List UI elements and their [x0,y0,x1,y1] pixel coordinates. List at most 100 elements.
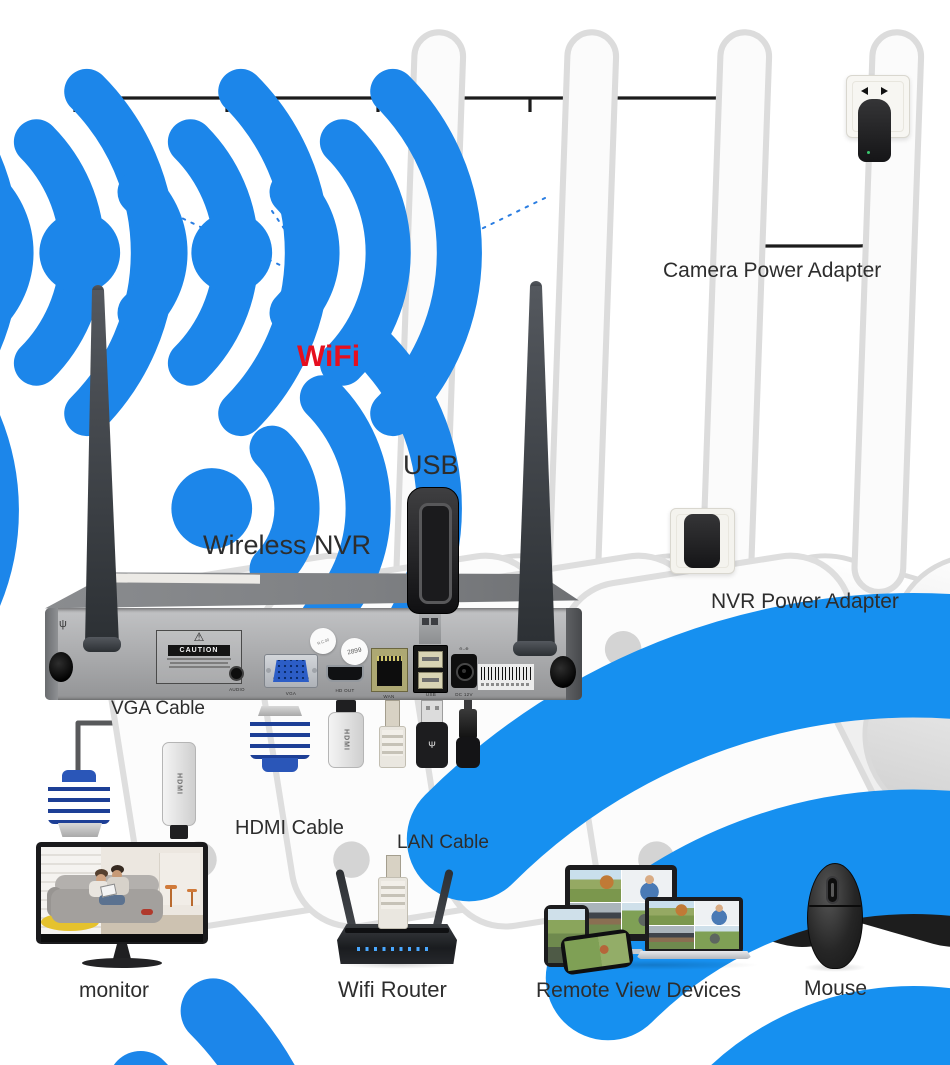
person2-face [112,870,122,880]
wifi-label: WiFi [297,340,361,373]
serial-barcode [478,664,534,690]
cam-feed [570,870,621,902]
outlet-slot-left [861,87,868,95]
mouse-button-split [809,905,861,907]
usb-port-label: USB [425,692,437,697]
wan-port-label: WAN [383,694,395,699]
hdmi-connector-lower: HDMI [162,742,196,826]
monitor-stand-neck [113,944,131,959]
caution-fineprint [167,658,231,660]
wifi-router-label: Wifi Router [338,977,447,1002]
vga-plug-face [258,706,302,716]
wireless-nvr-rear-panel: ψ ψ ⚠ CAUTION R.C.00 2899 AUDIO VGA HD O… [45,608,582,700]
vga-hood [48,780,110,824]
neck-hole [422,618,429,625]
dc-plug-body [456,737,480,768]
antenna-symbol-left: ψ [59,618,67,630]
usb-contact [426,706,430,710]
hdmi-cable-label: HDMI Cable [235,817,344,839]
vga-port-pins [273,660,309,682]
usb-connector-plug [421,700,443,723]
devices-shadow [545,960,760,970]
router-ridge [345,928,449,933]
wan-jack [377,656,402,686]
hdmi-text: HDMI [175,773,183,795]
stool-leg [191,892,193,906]
wireless-nvr-label: Wireless NVR [203,530,372,560]
jeans [99,895,125,905]
red-tray [141,909,153,915]
hdmi-connector-upper: HDMI [328,712,364,768]
lan-connector-router [378,877,408,929]
usb-contact [435,706,439,710]
dc-port-label: DC 12V [455,692,473,697]
wan-pins [377,656,402,661]
dc-plug-barrel [459,709,477,739]
vga-strain [62,770,96,782]
dc-pin [462,669,466,673]
cam-feed [694,925,739,949]
vga-hood [250,715,310,759]
monitor-screen [41,847,203,934]
nvr-power-adapter [684,514,720,568]
audio-port [229,666,244,681]
wheel-inner [831,883,834,897]
usb-dongle-neck [419,612,441,644]
caution-fineprint [170,662,228,664]
nvr-right-screw [550,656,576,688]
vga-plug-face [58,823,102,837]
barcode-serial-line [481,683,531,686]
caution-label: ⚠ CAUTION [156,630,242,684]
back-shelf [159,853,200,905]
mouse-scroll-wheel [826,876,839,904]
lan-cable-label: LAN Cable [397,832,489,853]
vga-cable-label: VGA Cable [111,698,205,719]
remote-view-devices-label: Remote View Devices [536,979,742,1002]
antenna-symbol-right: ψ [541,620,549,632]
person1-hair [95,869,108,878]
vga-screw [266,668,271,673]
router-shadow [340,960,455,969]
usb-slot [422,657,439,661]
caution-text: CAUTION [168,645,230,656]
bar-stool [165,885,177,889]
vga-strain [262,758,298,772]
router-led-row [357,947,431,951]
rj45-ridges [381,881,405,909]
usb-connector-body: Ψ [416,722,448,768]
barcode-bars [481,667,531,680]
stool-leg [170,889,172,907]
warning-triangle-icon: ⚠ [193,630,205,644]
person2-hair [111,865,124,874]
bar-stool [187,889,197,892]
cam-feed [649,901,694,925]
camera-power-adapter [858,99,891,162]
hdmi-plug-lower [170,825,188,839]
nvr-left-screw [49,652,73,682]
outlet-slot-right [881,87,888,95]
usb-slot [422,678,439,682]
usb-port-top [418,651,443,668]
vga-screw [312,668,317,673]
mouse-label: Mouse [804,977,868,1000]
lan-connector-router-clip [386,855,401,879]
monitor-stand-base [82,958,162,968]
lan-connector-nvr [379,726,406,768]
qc-sticker-b: 2899 [338,635,371,668]
vga-port-label: VGA [285,691,297,696]
vga-port [264,654,318,688]
hdmi-port-label: HD OUT [335,688,355,693]
usb-label: USB [403,450,459,480]
usb-wifi-dongle [407,487,459,614]
router-wifi-icon [0,1011,309,1065]
monitor-chin [41,934,203,942]
dongle-window [419,503,452,604]
remote-laptop-base [636,951,752,959]
cam-feed [649,925,694,949]
rj45-ridges [382,730,403,756]
qc-sticker-a: R.C.00 [306,624,340,658]
caution-fineprint [168,666,230,668]
power-led [867,151,870,154]
remote-laptop-screen [649,901,739,949]
